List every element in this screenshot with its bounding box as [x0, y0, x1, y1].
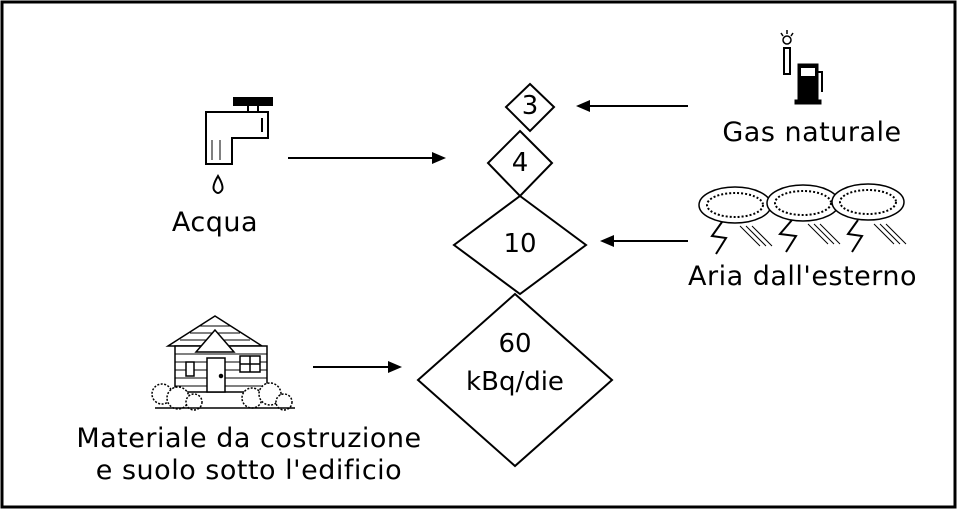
air-value: 10 — [490, 230, 550, 258]
gas-value: 3 — [510, 92, 550, 120]
faucet-icon — [206, 98, 272, 193]
gas-pump-icon — [781, 30, 822, 104]
arrow-building — [313, 361, 402, 373]
water-label: Acqua — [150, 208, 280, 238]
storm-clouds-icon — [699, 184, 906, 254]
building-label-line2: e suolo sotto l'edificio — [46, 456, 452, 486]
arrow-air — [600, 235, 688, 247]
arrow-gas — [576, 100, 688, 112]
house-icon — [152, 316, 295, 410]
building-unit: kBq/die — [445, 368, 585, 396]
air-label: Aria dall'esterno — [655, 262, 950, 292]
gas-label: Gas naturale — [692, 118, 932, 148]
building-value: 60 — [465, 330, 565, 358]
arrow-water — [288, 152, 446, 164]
water-value: 4 — [500, 149, 540, 177]
building-label-line1: Materiale da costruzione — [46, 424, 452, 454]
